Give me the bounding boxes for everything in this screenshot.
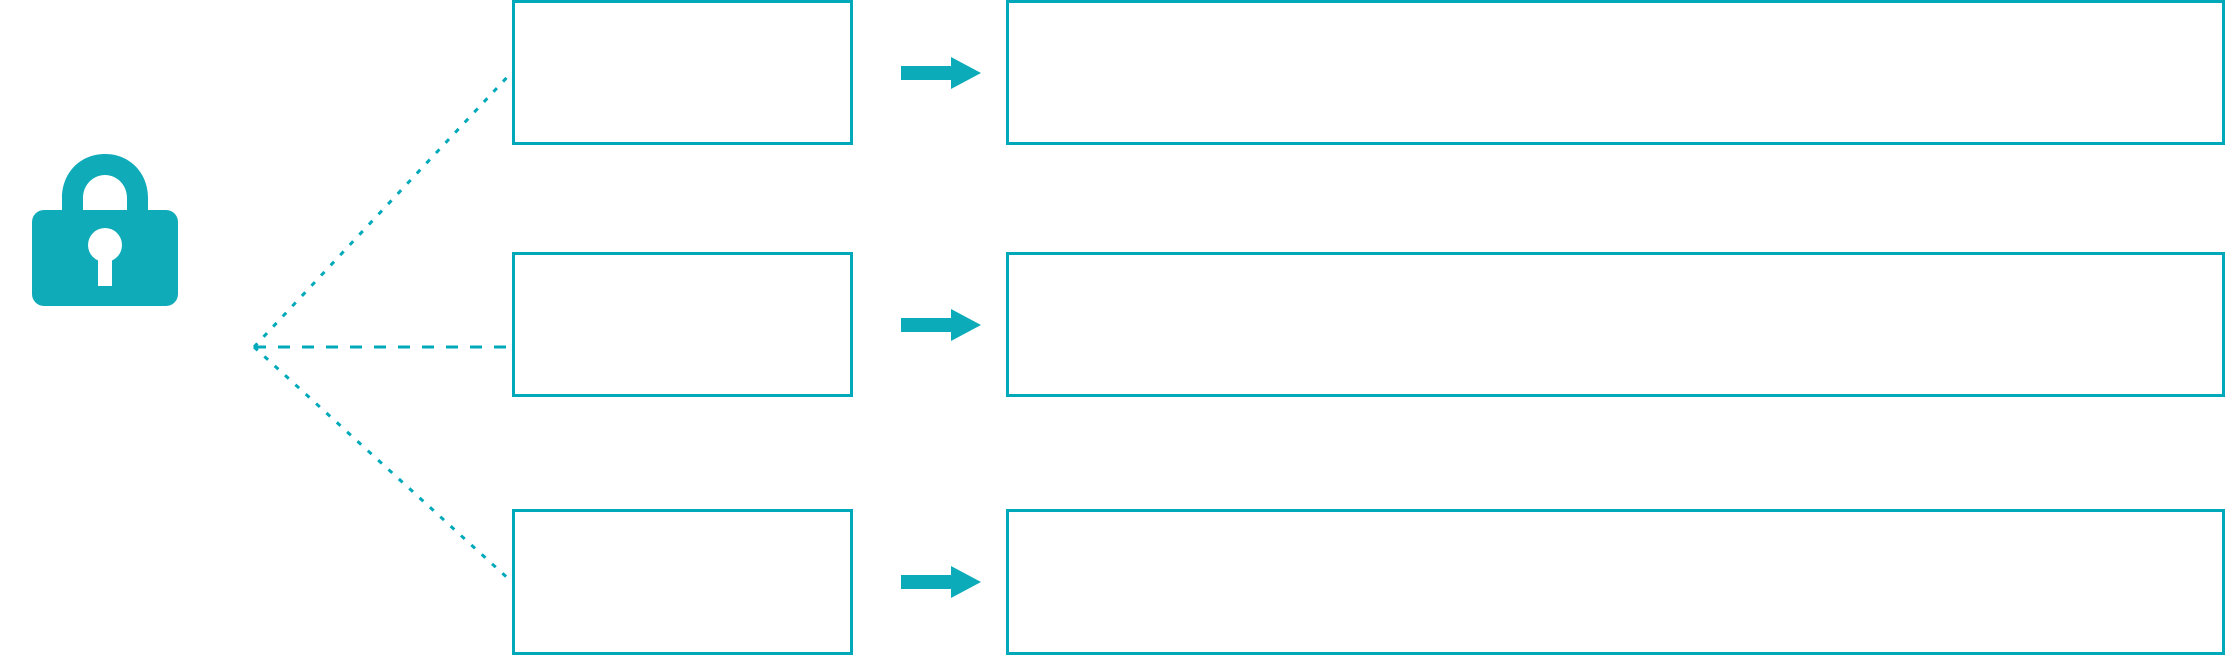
- arrow-icon-row-1: [901, 56, 981, 89]
- outcome-box-row-1[interactable]: [1006, 0, 2225, 145]
- stage-box-row-2[interactable]: [512, 252, 853, 397]
- diagram-row-2: [0, 252, 2229, 397]
- stage-box-row-1[interactable]: [512, 0, 853, 145]
- diagram-row-1: [0, 0, 2229, 145]
- outcome-box-row-2[interactable]: [1006, 252, 2225, 397]
- arrow-icon-row-2: [901, 308, 981, 341]
- diagram-row-3: [0, 509, 2229, 655]
- arrow-icon-row-3: [901, 566, 981, 598]
- lock-icon: [30, 150, 180, 310]
- stage-box-row-3[interactable]: [512, 509, 853, 655]
- outcome-box-row-3[interactable]: [1006, 509, 2225, 655]
